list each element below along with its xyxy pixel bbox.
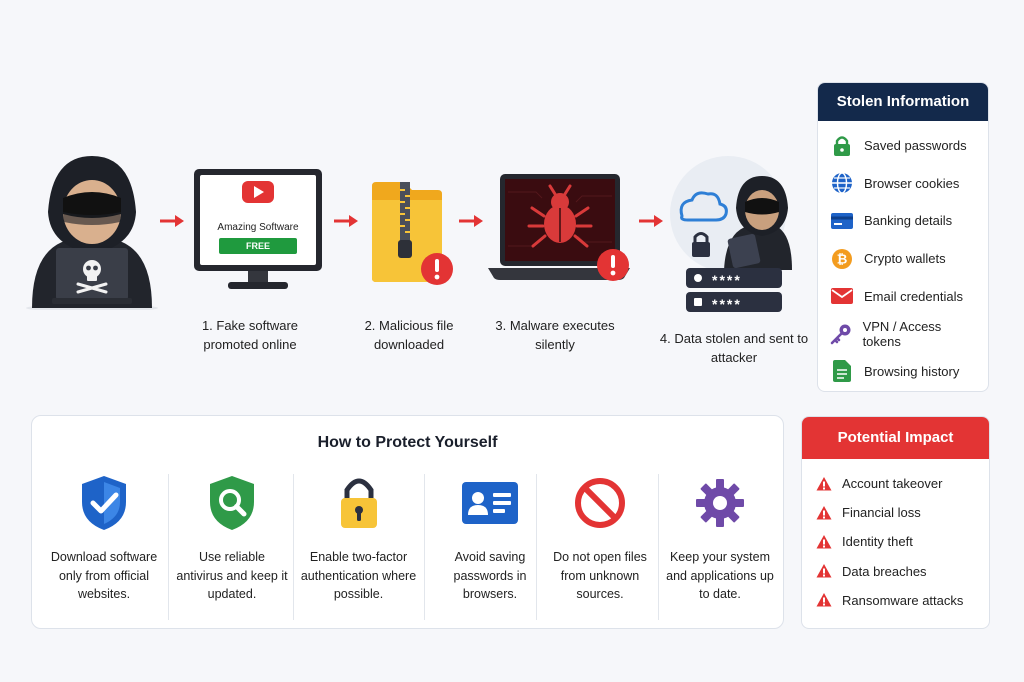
stolen-item-label: Saved passwords [864,138,967,154]
padlock-icon [692,232,710,257]
globe-icon [832,172,852,195]
tip-text: Avoid saving passwords in browsers. [453,550,527,601]
potential-impact-panel: Potential Impact Account takeover Financ… [801,416,990,629]
stolen-item: Email credentials [830,277,976,315]
tip-text: Do not open files from unknown sources. [553,550,647,601]
tip-text: Download software only from official web… [50,550,158,601]
impact-item-label: Account takeover [842,476,943,492]
tip-text: Enable two-factor authentication where p… [300,550,417,601]
step-fake-software: Amazing Software FREE DOWNLOAD [192,167,324,291]
warning-triangle-icon [816,564,832,578]
tip-saving-passwords: Avoid saving passwords in browsers. [428,472,552,610]
warning-triangle-icon [816,593,832,607]
tip-antivirus: Use reliable antivirus and keep it updat… [172,472,292,610]
lock-icon [834,136,850,156]
credit-card-icon [831,212,853,229]
stolen-item-label: Browser cookies [864,175,960,191]
impact-item: Account takeover [816,469,975,498]
warning-triangle-icon [816,476,832,491]
stolen-item: ₿ Crypto wallets [830,240,976,278]
impact-item-label: Financial loss [842,505,921,521]
flow-arrow [160,215,184,227]
step-data-stolen: **** **** [668,152,800,320]
potential-impact-title: Potential Impact [802,417,989,459]
step-1-caption: 1. Fake software promoted online [201,318,299,352]
flow-arrow [459,215,483,227]
padlock-icon [340,478,377,528]
impact-item: Identity theft [816,527,975,556]
stolen-information-title: Stolen Information [818,83,988,121]
impact-item-label: Ransomware attacks [842,592,964,608]
step-2-caption: 2. Malicious file downloaded [364,318,454,352]
gear-icon [696,479,744,527]
free-download-button[interactable]: FREE DOWNLOAD [219,238,297,267]
envelope-icon [831,288,853,305]
id-card-icon [462,482,518,524]
hacker-figure [22,150,162,312]
stolen-item: Banking details [830,202,976,240]
stolen-item-label: Email credentials [864,288,963,304]
svg-text:₿: ₿ [837,252,848,267]
shield-check-icon [82,476,126,530]
tip-two-factor: Enable two-factor authentication where p… [296,472,421,610]
step-malware-executes [486,172,632,286]
tip-divider [424,474,425,620]
laptop-malware-icon [488,174,630,280]
cloud-icon [679,191,728,222]
tip-unknown-files: Do not open files from unknown sources. [540,472,660,610]
warning-triangle-icon [816,534,832,549]
stolen-item-label: VPN / Access tokens [862,318,942,349]
stolen-information-panel: Stolen Information Saved passwords Brows… [817,82,989,392]
stolen-item-label: Browsing history [864,363,960,379]
stolen-item-label: Crypto wallets [864,251,946,267]
tip-divider [658,474,659,620]
warning-triangle-icon [816,505,832,520]
warning-icon [597,249,629,281]
impact-item: Financial loss [816,498,975,527]
password-field-1: **** [712,272,742,288]
flow-arrow [334,215,358,227]
attacker-icon [670,156,792,312]
prohibited-icon [575,478,625,528]
step-4-caption: 4. Data stolen and sent to attacker [659,331,809,365]
stolen-item-label: Banking details [864,213,953,229]
stolen-item: Browsing history [830,353,976,391]
password-field-2: **** [712,296,742,312]
impact-item-label: Identity theft [842,534,913,550]
warning-icon [421,253,453,285]
tip-text: Keep your system and applications up to … [666,550,774,601]
impact-item: Ransomware attacks [816,586,975,615]
step-malicious-file [368,180,458,290]
key-icon [830,324,851,345]
tip-divider [168,474,169,620]
monitor-app-name: Amazing Software [217,222,299,233]
step-3-caption: 3. Malware executes silently [495,318,615,352]
protect-yourself-panel: How to Protect Yourself Download softwar… [31,415,784,629]
stolen-item: VPN / Access tokens [830,315,976,353]
stolen-item: Saved passwords [830,127,976,165]
stolen-item: Browser cookies [830,165,976,203]
hacker-icon [26,156,158,312]
bitcoin-icon: ₿ [832,248,852,269]
impact-item-label: Data breaches [842,563,927,579]
tip-text: Use reliable antivirus and keep it updat… [176,550,288,601]
shield-search-icon [210,476,254,530]
tip-keep-updated: Keep your system and applications up to … [660,472,780,610]
tip-divider [293,474,294,620]
impact-item: Data breaches [816,557,975,586]
bug-icon [527,184,593,248]
flow-arrow [639,215,663,227]
tip-official-websites: Download software only from official web… [44,472,164,610]
document-icon [833,360,851,383]
protect-title: How to Protect Yourself [317,434,498,451]
tip-divider [536,474,537,620]
